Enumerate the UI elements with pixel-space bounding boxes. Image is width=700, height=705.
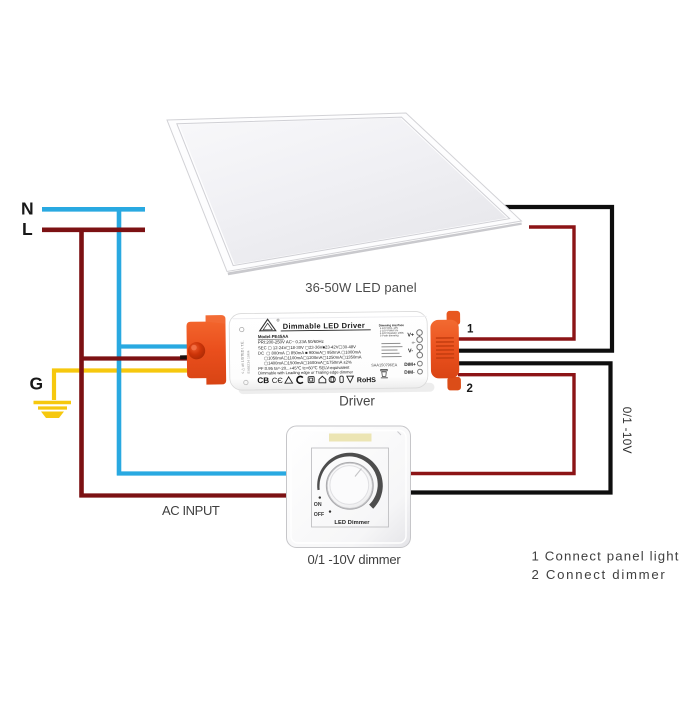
svg-text:LED Dimmer: LED Dimmer: [334, 520, 370, 526]
svg-text:E468234 19M4: E468234 19M4: [246, 350, 250, 373]
svg-text:2: 2: [467, 383, 473, 395]
svg-text:5-Push dimming: 5-Push dimming: [380, 333, 399, 337]
svg-text:CЄ: CЄ: [272, 376, 284, 385]
svg-text:G: G: [30, 374, 44, 394]
svg-text:Model:PE45AA: Model:PE45AA: [258, 334, 289, 339]
svg-text:1 Connect panel light: 1 Connect panel light: [532, 549, 680, 564]
svg-text:V+: V+: [407, 332, 414, 338]
svg-text:L: L: [22, 219, 33, 239]
svg-text:2 Connect dimmer: 2 Connect dimmer: [532, 567, 667, 582]
svg-text:0/1 -10V: 0/1 -10V: [620, 407, 634, 454]
svg-text:c △ us LISTED I.T.E.: c △ us LISTED I.T.E.: [240, 340, 244, 373]
svg-text:1: 1: [467, 323, 474, 335]
svg-text:DIM+: DIM+: [404, 362, 416, 368]
svg-text:V-: V-: [408, 348, 413, 354]
svg-text:Driver: Driver: [339, 394, 375, 409]
svg-text:DIM-: DIM-: [404, 370, 415, 376]
svg-text:CB: CB: [257, 376, 269, 385]
svg-text:OFF: OFF: [314, 512, 324, 518]
svg-text:®: ®: [277, 318, 280, 323]
svg-text:SAA150796EA: SAA150796EA: [371, 362, 397, 367]
svg-text:ON: ON: [314, 502, 322, 508]
svg-text:0/1 -10V dimmer: 0/1 -10V dimmer: [307, 552, 401, 567]
svg-text:⏚: ⏚: [411, 341, 416, 345]
svg-text:36-50W LED panel: 36-50W LED panel: [305, 280, 416, 295]
svg-text:AC INPUT: AC INPUT: [162, 503, 220, 518]
svg-text:Dimmable LED Driver: Dimmable LED Driver: [283, 321, 366, 331]
svg-text:RoHS: RoHS: [357, 377, 376, 384]
svg-text:N: N: [21, 199, 34, 219]
